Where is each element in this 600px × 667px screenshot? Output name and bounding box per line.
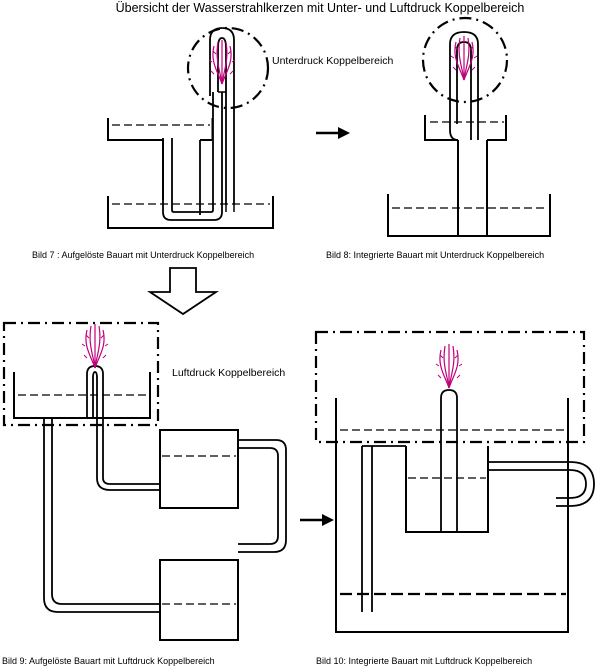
title: Übersicht der Wasserstrahlkerzen mit Unt… (116, 1, 525, 15)
bild7-coupling-circle (186, 26, 270, 110)
bild7-caption: Bild 7 : Aufgelöste Bauart mit Unterdruc… (32, 250, 254, 260)
arrow-right-top (316, 127, 350, 139)
bild8-coupling-circle (421, 16, 509, 104)
bild9-caption: Bild 9: Aufgelöste Bauart mit Luftdruck … (2, 656, 215, 666)
bild10-flame (435, 343, 463, 389)
arrow-down-hollow (147, 267, 219, 316)
bild9-coupling-rect (2, 321, 160, 427)
bild7-figure (107, 26, 274, 229)
bild10-coupling-rect (314, 330, 586, 444)
bild8-figure (387, 16, 551, 237)
luftdruck-zone-label: Luftdruck Koppelbereich (172, 367, 285, 379)
arrow-right-bottom (300, 514, 334, 526)
bild10-figure (314, 330, 595, 633)
bild8-caption: Bild 8: Integrierte Bauart mit Unterdruc… (326, 250, 544, 260)
bild7-flame (208, 39, 236, 85)
bild8-flame (450, 35, 478, 81)
bild9-figure (2, 321, 287, 641)
bild10-caption: Bild 10: Integrierte Bauart mit Luftdruc… (316, 656, 532, 666)
unterdruck-zone-label: Unterdruck Koppelbereich (272, 55, 394, 67)
bild9-flame (81, 323, 109, 369)
